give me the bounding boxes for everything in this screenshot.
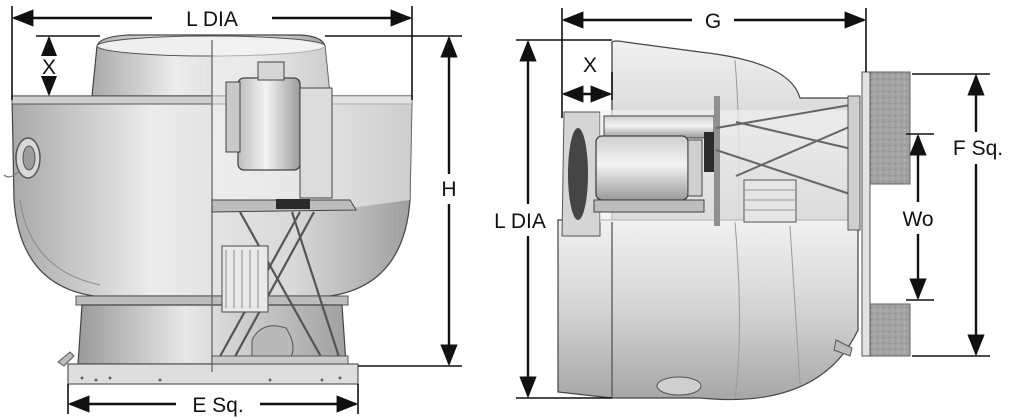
dim-h: H [441, 178, 456, 201]
drain-port [656, 376, 702, 396]
wall-section-bottom [867, 303, 911, 357]
dim-x-side: X [42, 56, 56, 79]
dim-f-sq: F Sq. [953, 137, 1003, 160]
wheel-side [743, 179, 797, 223]
motor-side [595, 135, 689, 201]
motor-endbell [568, 128, 588, 220]
dim-e-sq: E Sq. [192, 394, 243, 417]
hood-lower [557, 219, 859, 401]
dim-g: G [705, 10, 721, 33]
upblast-fan-side-view [3, 34, 413, 385]
sidewall-fan-view [557, 40, 911, 401]
dim-l-dia-side: L DIA [186, 8, 238, 31]
wall-struts [715, 103, 857, 197]
side-view-dimensions: L DIA X H E Sq. [11, 6, 462, 417]
dim-l-dia-wall: L DIA [494, 210, 546, 233]
sidewall-view-dimensions: G X L DIA F Sq. Wo [494, 8, 1010, 399]
motor [237, 77, 301, 171]
fan-wheel [221, 245, 269, 313]
base-plate [67, 363, 359, 385]
dim-x-wall: X [583, 54, 597, 77]
wall-section-top [867, 71, 911, 185]
dim-wo: Wo [902, 208, 933, 231]
wall-flange [861, 71, 871, 357]
